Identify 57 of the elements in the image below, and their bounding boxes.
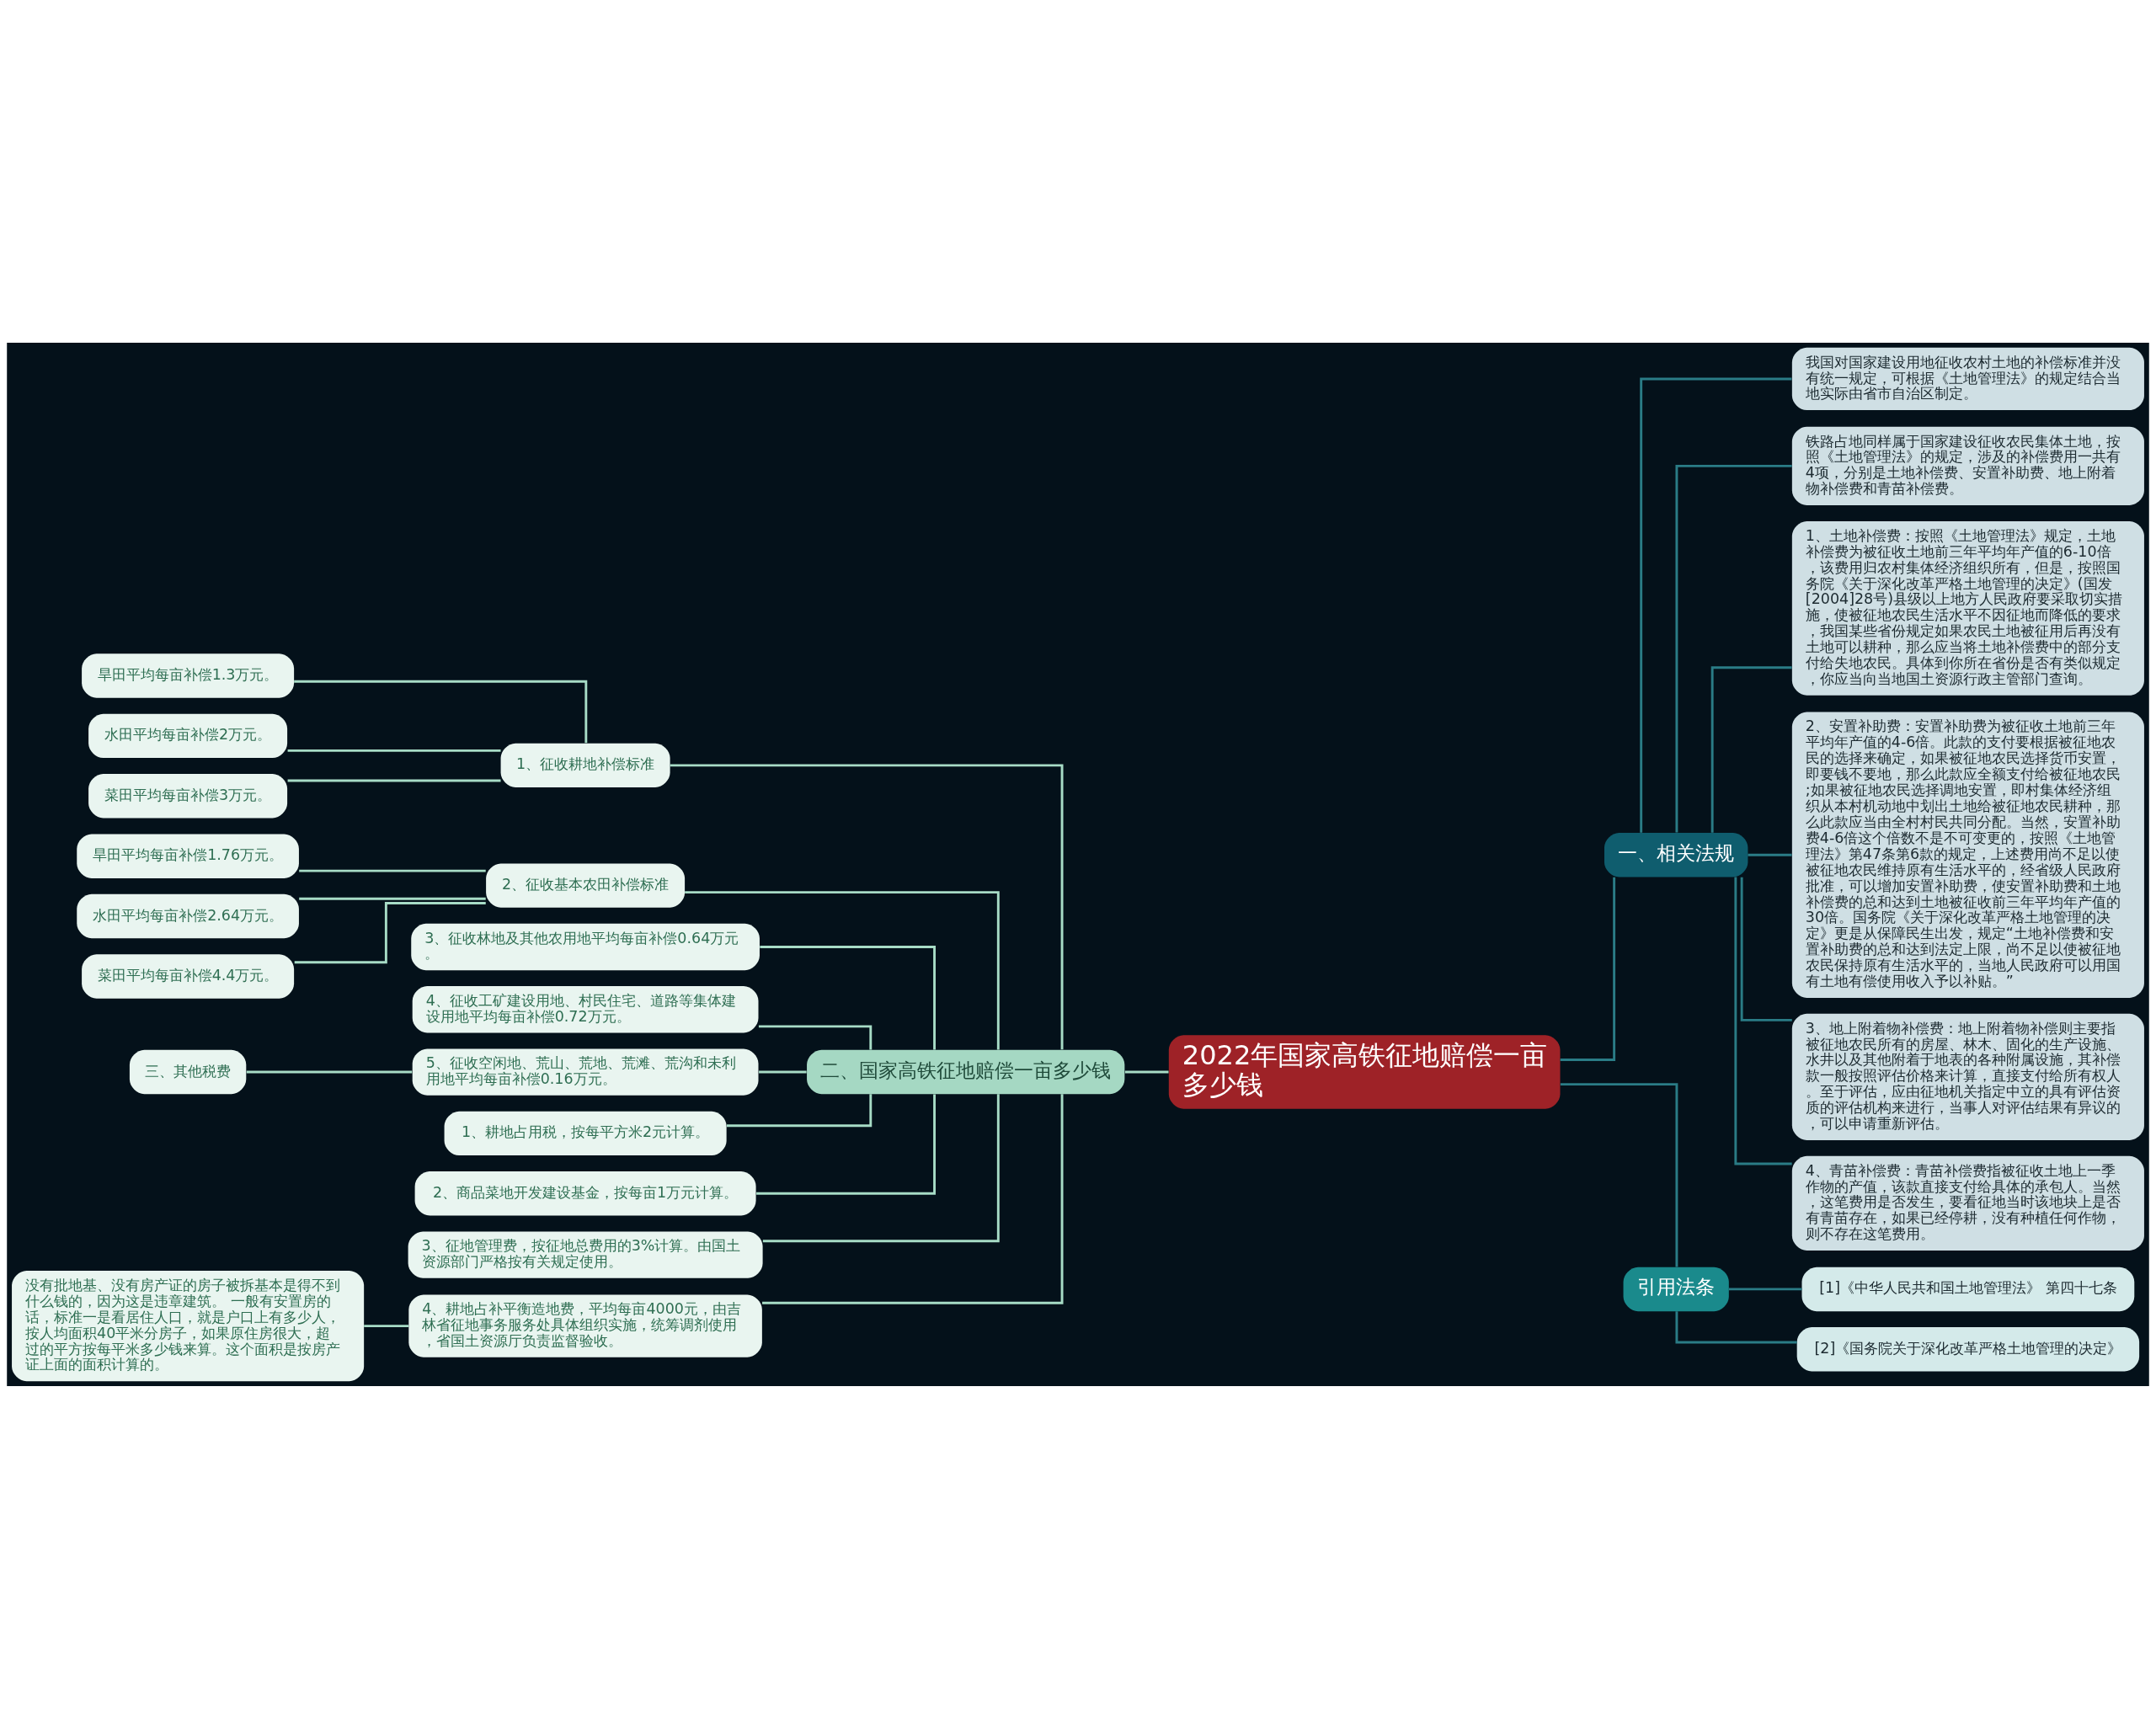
node-box: 菜田平均每亩补偿4.4万元。: [82, 953, 295, 999]
node-box: [1]《中华人民共和国土地管理法》 第四十七条: [1801, 1267, 2135, 1311]
node-box: 铁路占地同样属于国家建设征收农民集体土地，按照《土地管理法》的规定，涉及的补偿费用一共有4项，分别是土地补偿费、安置补助费、地上附着物补偿费和青苗补偿费。: [1791, 426, 2144, 505]
node-box: 4、耕地占补平衡造地费，平均每亩4000元，由吉林省征地事务服务处具体组织实施，统筹调剂使用，省国土资源厅负责监督验收。: [408, 1293, 762, 1357]
connector: [294, 680, 588, 743]
connector: [294, 901, 486, 963]
connector: [756, 1094, 936, 1195]
node-box: 没有批地基、没有房产证的房子被拆基本是得不到什么钱的，因为这是违章建筑。 一般有安置房的话，标准一是看居住人口，就是户口上有多少人，按人均面积40平米分房子，如果原住房很大，超过的平方按每平米多少钱来算。这个面积是按房产证上面的面积计算的。: [12, 1270, 365, 1381]
connector: [1675, 1310, 1797, 1343]
node-box: 5、征收空闲地、荒山、荒地、荒滩、荒沟和未利用地平均每亩补偿0.16万元。: [412, 1048, 759, 1096]
connector: [246, 1070, 413, 1073]
node-box: 1、耕地占用税，按每平方米2元计算。: [444, 1111, 727, 1155]
connector: [287, 749, 501, 752]
connector: [299, 869, 486, 872]
node-box: 3、征收林地及其他农用地平均每亩补偿0.64万元。: [411, 923, 760, 970]
node-box: 一、相关法规: [1604, 832, 1748, 877]
node-box: 2、征收基本农田补偿标准: [486, 862, 686, 908]
connector: [1560, 877, 1616, 1061]
node-box: 水田平均每亩补偿2万元。: [88, 713, 288, 758]
connector: [685, 890, 1000, 1049]
connector: [1728, 1287, 1802, 1290]
connector: [762, 1093, 1000, 1242]
node-box: 2、安置补助费：安置补助费为被征收土地前三年平均年产值的4-6倍。此款的支付要根据被征地农民的选择来确定，如果被征地农民选择货币安置，即要钱不要地，那么此款应全额支付给被征地农民;如果被征地农民选择调地安置，即村集体经济组织从本村机动地中划出土地给被征地农民耕种，那么此款应当由全村村民共同分配。当然，安置补助费4-6倍这个倍数不是不可变更的，按照《土地管理法》第47条第6款的规定，上述费用尚不足以使被征地农民维持原有生活水平的，经省级人民政府批准，可以增加安置补助费，使安置补助费和土地补偿费的总和达到土地被征收前三年平均年产值的30倍。国务院《关于深化改革严格土地管理的决定》更是从保障民生出发，规定“土地补偿费和安置补助费的总和达到法定上限，尚不足以使被征地农民保持原有生活水平的，当地人民政府可以用国有土地有偿使用收入予以补贴。”: [1791, 712, 2144, 998]
node-box: 我国对国家建设用地征收农村土地的补偿标准并没有统一规定，可根据《土地管理法》的规定结合当地实际由省市自治区制定。: [1791, 347, 2144, 410]
connector: [1560, 1082, 1678, 1267]
node-box: 2022年国家高铁征地赔偿一亩多少钱: [1168, 1034, 1561, 1109]
node-box: 3、征地管理费，按征地总费用的3%计算。由国土资源部门严格按有关规定使用。: [408, 1230, 763, 1278]
connector: [287, 779, 501, 782]
connector: [760, 945, 936, 1049]
node-box: 2、商品菜地开发建设基金，按每亩1万元计算。: [414, 1171, 756, 1215]
node-box: 菜田平均每亩补偿3万元。: [88, 773, 288, 818]
connector: [299, 897, 486, 900]
node-box: 3、地上附着物补偿费：地上附着物补偿则主要指被征地农民所有的房屋、林木、固化的生产设施、水井以及其他附着于地表的各种附属设施，其补偿款一般按照评估价格来计算，直接支付给所有权人。至于评估，应由征地机关指定中立的具有评估资质的评估机构来进行，当事人对评估结果有异议的，可以申请重新评估。: [1791, 1013, 2144, 1140]
node-box: 4、青苗补偿费：青苗补偿费指被征收土地上一季作物的产值，该款直接支付给具体的承包人。当然，这笔费用是否发生，要看征地当时该地块上是否有青苗存在，如果已经停耕，没有种植任何作物，则不存在这笔费用。: [1791, 1155, 2144, 1251]
connector: [758, 1024, 873, 1050]
node-box: 旱田平均每亩补偿1.76万元。: [77, 833, 299, 878]
connector: [1675, 464, 1792, 832]
connector: [1640, 377, 1792, 833]
node-box: 4、征收工矿建设用地、村民住宅、道路等集体建设用地平均每亩补偿0.72万元。: [412, 985, 759, 1032]
connector: [1748, 853, 1792, 856]
connector: [1734, 877, 1792, 1165]
node-box: 二、国家高铁征地赔偿一亩多少钱: [807, 1049, 1125, 1094]
connector: [1124, 1070, 1169, 1073]
node-box: 引用法条: [1623, 1267, 1729, 1311]
connector: [1710, 665, 1792, 833]
connector: [364, 1324, 409, 1327]
connector: [759, 1070, 807, 1073]
connector: [726, 1093, 873, 1127]
node-box: 1、征收耕地补偿标准: [500, 743, 670, 787]
node-box: 旱田平均每亩补偿1.3万元。: [82, 653, 295, 698]
node-box: 三、其他税费: [129, 1049, 247, 1094]
connector: [670, 763, 1064, 1049]
connector: [762, 1093, 1064, 1304]
connector: [1740, 877, 1792, 1021]
node-box: 水田平均每亩补偿2.64万元。: [77, 893, 299, 938]
node-box: 1、土地补偿费：按照《土地管理法》规定，土地补偿费为被征收土地前三年平均年产值的6-10倍，该费用归农村集体经济组织所有，但是，按照国务院《关于深化改革严格土地管理的决定》(国发[2004]28号)县级以上地方人民政府要采取切实措施，使被征地农民生活水平不因征地而降低的要求，我国某些省份规定如果农民土地被征用后再没有土地可以耕种，那么应当将土地补偿费中的部分支付给失地农民。具体到你所在省份是否有类似规定，你应当向当地国土资源行政主管部门查询。: [1791, 520, 2144, 696]
node-box: [2]《国务院关于深化改革严格土地管理的决定》: [1796, 1326, 2140, 1371]
